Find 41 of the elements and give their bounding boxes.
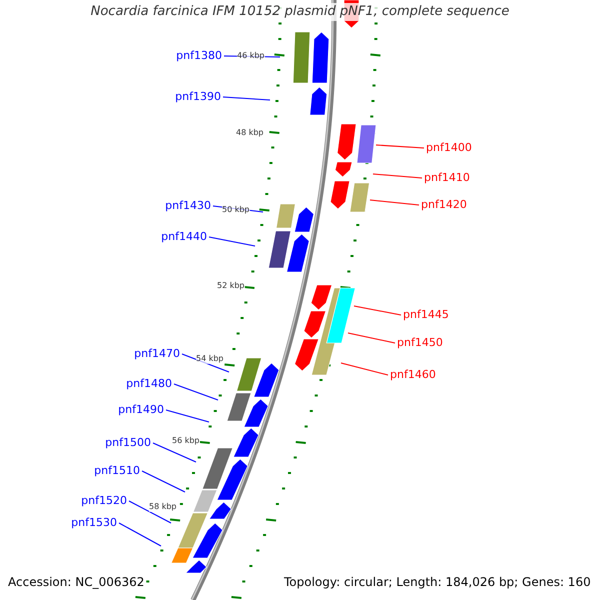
leader-line <box>340 362 388 376</box>
gene-label: pnf1400 <box>426 141 472 155</box>
leader-line <box>372 174 422 178</box>
scale-label: 46 kbp <box>237 51 265 61</box>
gene-label: pnf1410 <box>424 171 470 185</box>
leader-line <box>376 144 424 148</box>
leader-line <box>354 306 402 316</box>
leader-line <box>152 442 196 462</box>
leader-line <box>166 410 210 422</box>
gene-label: pnf1380 <box>176 49 222 63</box>
leader-line <box>348 332 396 344</box>
gene-label: pnf1470 <box>134 347 180 361</box>
scale-label: 58 kbp <box>149 502 177 512</box>
leader-line <box>142 470 186 492</box>
leader-line <box>128 500 172 524</box>
gene-label: pnf1420 <box>421 198 467 212</box>
gene-label: pnf1445 <box>403 308 449 322</box>
scale-label: 54 kbp <box>196 354 224 364</box>
gene-label: pnf1450 <box>397 336 443 350</box>
gene-label: pnf1490 <box>118 403 164 417</box>
gene-label: pnf1440 <box>161 230 207 244</box>
leader-line <box>370 200 420 206</box>
gene-label: pnf1430 <box>165 199 211 213</box>
footer-text: Accession: NC_006362 <box>8 574 144 590</box>
leader-line <box>222 96 270 100</box>
gene-label: pnf1510 <box>94 464 140 478</box>
gene-label: pnf1460 <box>390 368 436 382</box>
leader-line <box>174 384 218 400</box>
gene-label: pnf1520 <box>81 494 127 508</box>
scale-label: 56 kbp <box>172 436 200 446</box>
leader-line <box>118 522 162 546</box>
gene-label: pnf1530 <box>71 516 117 530</box>
scale-label: 52 kbp <box>217 281 245 291</box>
footer-text: Topology: circular; Length: 184,026 bp; Genes: 160 <box>284 574 591 590</box>
gene-label: pnf1480 <box>126 377 172 391</box>
leader-line <box>208 236 256 246</box>
scale-label: 50 kbp <box>222 205 250 215</box>
diagram-title: Nocardia farcinica IFM 10152 plasmid pNF1, complete sequence <box>90 3 510 21</box>
gene-label: pnf1390 <box>175 90 221 104</box>
scale-label: 48 kbp <box>236 128 264 138</box>
gene-label: pnf1500 <box>105 436 151 450</box>
